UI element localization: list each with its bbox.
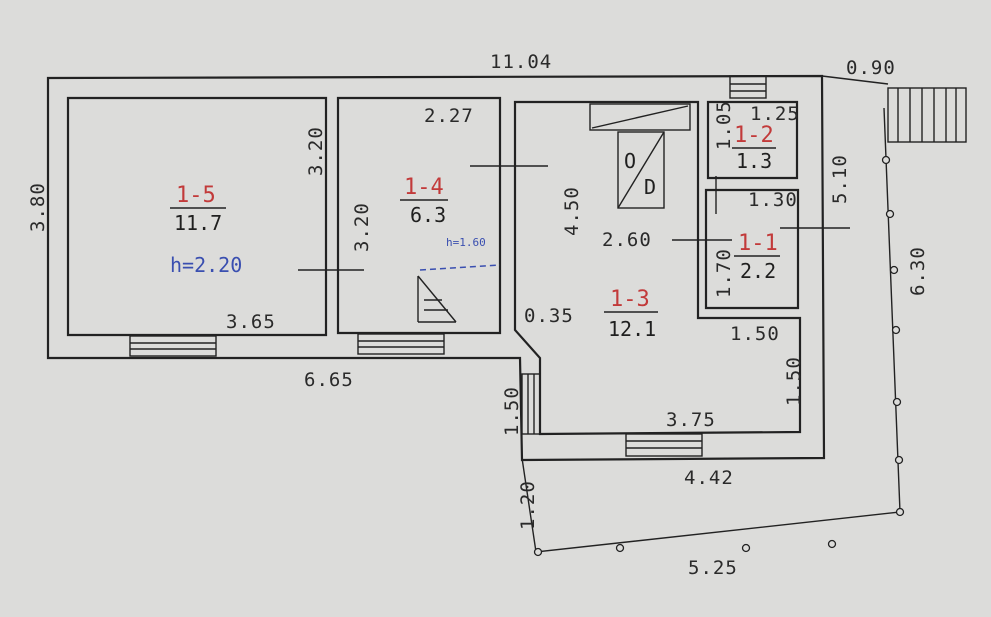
stove-diagonal (617, 131, 665, 209)
dim-room3-lower-width: 3.75 (666, 409, 716, 431)
svg-text:h=2.20: h=2.20 (170, 253, 242, 277)
dim-room2-height: 1.05 (713, 100, 735, 150)
ceiling-height-line (419, 264, 501, 271)
dim-room5-height: 3.20 (305, 126, 327, 176)
room-1-3-outline (513, 100, 802, 436)
svg-text:1-1: 1-1 (738, 231, 778, 256)
dim-room2-width: 1.25 (750, 103, 800, 125)
dim-bottom-block-width: 4.42 (684, 467, 734, 489)
dim-room5-width: 3.65 (226, 311, 276, 333)
svg-text:6.3: 6.3 (410, 203, 446, 227)
dim-room4-width: 2.27 (424, 105, 474, 127)
dim-lower-left-run: 6.65 (304, 369, 354, 391)
dim-left-height: 3.80 (27, 182, 49, 232)
window-room-1-3-bottom (625, 433, 703, 457)
svg-text:1-3: 1-3 (610, 287, 650, 312)
dim-left-jog: 1.50 (501, 386, 523, 436)
room-1-3-label: 1-3 12.1 (604, 287, 658, 341)
window-room-1-3-left (521, 373, 541, 435)
room-1-4-outline (336, 96, 502, 335)
room-1-5-label: 1-5 11.7 h=2.20 (170, 183, 242, 277)
stove-label-d: D (644, 175, 656, 199)
svg-text:1-4: 1-4 (404, 175, 444, 200)
room-1-2-label: 1-2 1.3 (732, 123, 776, 173)
dim-room3-upper: 4.50 (561, 186, 583, 236)
window-top-right (729, 75, 767, 99)
dim-right-wall-height: 5.10 (829, 154, 851, 204)
svg-text:1.3: 1.3 (736, 149, 772, 173)
chimney-diagonal (591, 105, 689, 129)
dim-small-jog: 0.35 (524, 305, 574, 327)
stove-label-o: O (624, 149, 636, 173)
dim-room1-height: 1.70 (713, 248, 735, 298)
dim-room1-width: 1.30 (748, 189, 798, 211)
svg-text:h=1.60: h=1.60 (446, 236, 486, 249)
stair-hatch (417, 275, 457, 323)
svg-text:12.1: 12.1 (608, 317, 656, 341)
svg-text:11.7: 11.7 (174, 211, 222, 235)
room-1-1-label: 1-1 2.2 (734, 231, 780, 283)
dim-terrace-length: 5.25 (688, 557, 738, 579)
porch-link (821, 75, 889, 85)
dim-overall-length: 11.04 (490, 51, 552, 73)
porch-steps (887, 87, 967, 143)
door-marks (298, 165, 850, 271)
dim-porch-offset: 0.90 (846, 57, 896, 79)
room-1-4-label: 1-4 6.3 h=1.60 (400, 175, 486, 249)
room-1-2-outline (706, 100, 799, 180)
svg-text:1-2: 1-2 (734, 123, 774, 148)
fence-posts (533, 155, 905, 557)
svg-text:2.2: 2.2 (740, 259, 776, 283)
chimney-block (589, 103, 691, 131)
room-1-1-outline (704, 188, 800, 310)
dim-terrace-depth: 1.20 (517, 480, 539, 530)
svg-text:1-5: 1-5 (176, 183, 216, 208)
window-room-1-4 (357, 333, 445, 355)
stove (617, 131, 665, 209)
dim-room3-inner-width: 2.60 (602, 229, 652, 251)
dim-terrace-side: 6.30 (907, 246, 929, 296)
dim-step-width: 1.50 (730, 323, 780, 345)
terrace-fence (521, 107, 901, 553)
room-1-5-outline (66, 96, 328, 337)
window-room-1-5 (129, 335, 217, 357)
dim-room4-height: 3.20 (351, 202, 373, 252)
dim-step-height: 1.50 (783, 356, 805, 406)
